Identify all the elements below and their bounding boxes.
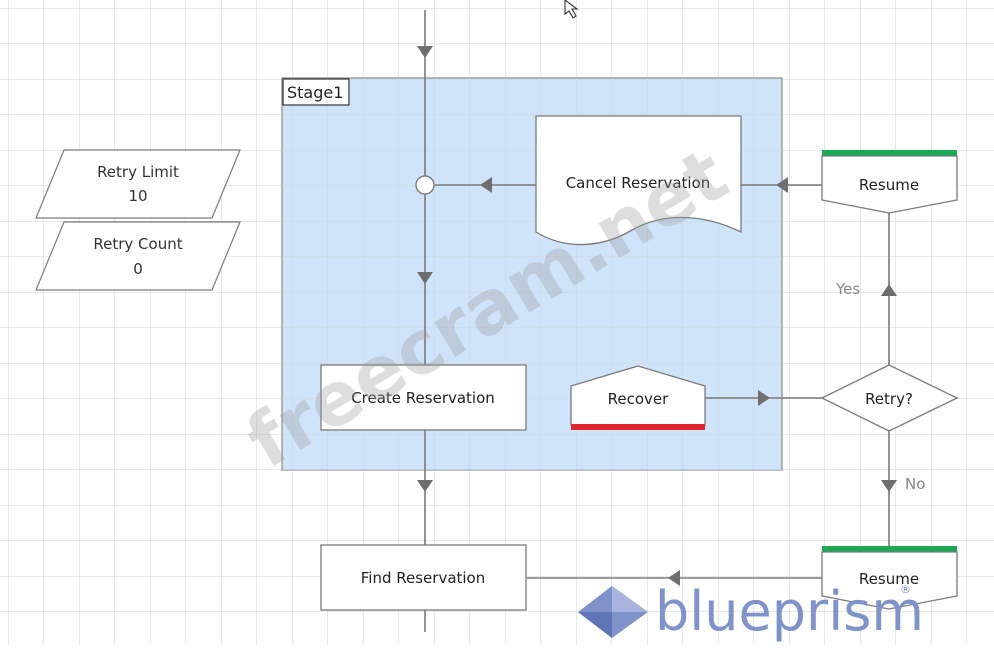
logo-text: blueprism bbox=[655, 580, 924, 643]
stage-resume-bottom[interactable]: Resume bbox=[821, 546, 958, 610]
resume-top-bar bbox=[822, 150, 957, 156]
arrow-down-no bbox=[881, 480, 897, 492]
resume-bottom-bar bbox=[822, 546, 957, 552]
find-reservation-label: Find Reservation bbox=[361, 569, 486, 587]
mouse-cursor-icon bbox=[564, 0, 579, 19]
recover-bar bbox=[571, 424, 705, 430]
edge-label-no: No bbox=[905, 475, 925, 493]
data-item-retry-limit[interactable]: Retry Limit 10 bbox=[35, 149, 241, 219]
stage-create-reservation[interactable]: Create Reservation bbox=[320, 364, 527, 431]
arrow-right-decision bbox=[758, 390, 770, 406]
recover-label: Recover bbox=[608, 390, 670, 408]
arrow-up-yes bbox=[881, 284, 897, 296]
arrow-left-cancel bbox=[776, 177, 788, 193]
retry-limit-name: Retry Limit bbox=[97, 163, 179, 181]
blueprism-logo: blueprism ® bbox=[578, 580, 924, 643]
arrowheads bbox=[417, 46, 897, 586]
stage-resume-top[interactable]: Resume bbox=[821, 150, 958, 214]
arrow-down-bottom bbox=[417, 480, 433, 492]
decision-retry[interactable]: Retry? bbox=[820, 364, 959, 432]
data-item-retry-count[interactable]: Retry Count 0 bbox=[35, 221, 241, 291]
decision-label: Retry? bbox=[865, 390, 913, 408]
arrow-down-top bbox=[417, 46, 433, 58]
arrow-left-anchor bbox=[480, 177, 492, 193]
arrow-down-mid bbox=[417, 272, 433, 284]
resume-bottom-label: Resume bbox=[859, 570, 919, 588]
block-label: Stage1 bbox=[287, 83, 343, 102]
stage-cancel-reservation[interactable]: Cancel Reservation bbox=[535, 115, 742, 246]
arrow-left-find bbox=[668, 570, 680, 586]
retry-limit-value-text: 10 bbox=[128, 187, 147, 205]
registered-mark: ® bbox=[900, 583, 911, 596]
resume-top-label: Resume bbox=[859, 176, 919, 194]
retry-count-value: 0 bbox=[133, 260, 143, 278]
edge-label-yes: Yes bbox=[835, 280, 860, 298]
anchor-point[interactable] bbox=[415, 175, 435, 195]
stage-find-reservation[interactable]: Find Reservation bbox=[320, 544, 527, 611]
cancel-reservation-label: Cancel Reservation bbox=[566, 174, 711, 192]
block-label-box bbox=[282, 78, 350, 106]
retry-count-name: Retry Count bbox=[93, 235, 182, 253]
stage-recover[interactable]: Recover bbox=[570, 365, 706, 430]
create-reservation-label: Create Reservation bbox=[351, 389, 495, 407]
